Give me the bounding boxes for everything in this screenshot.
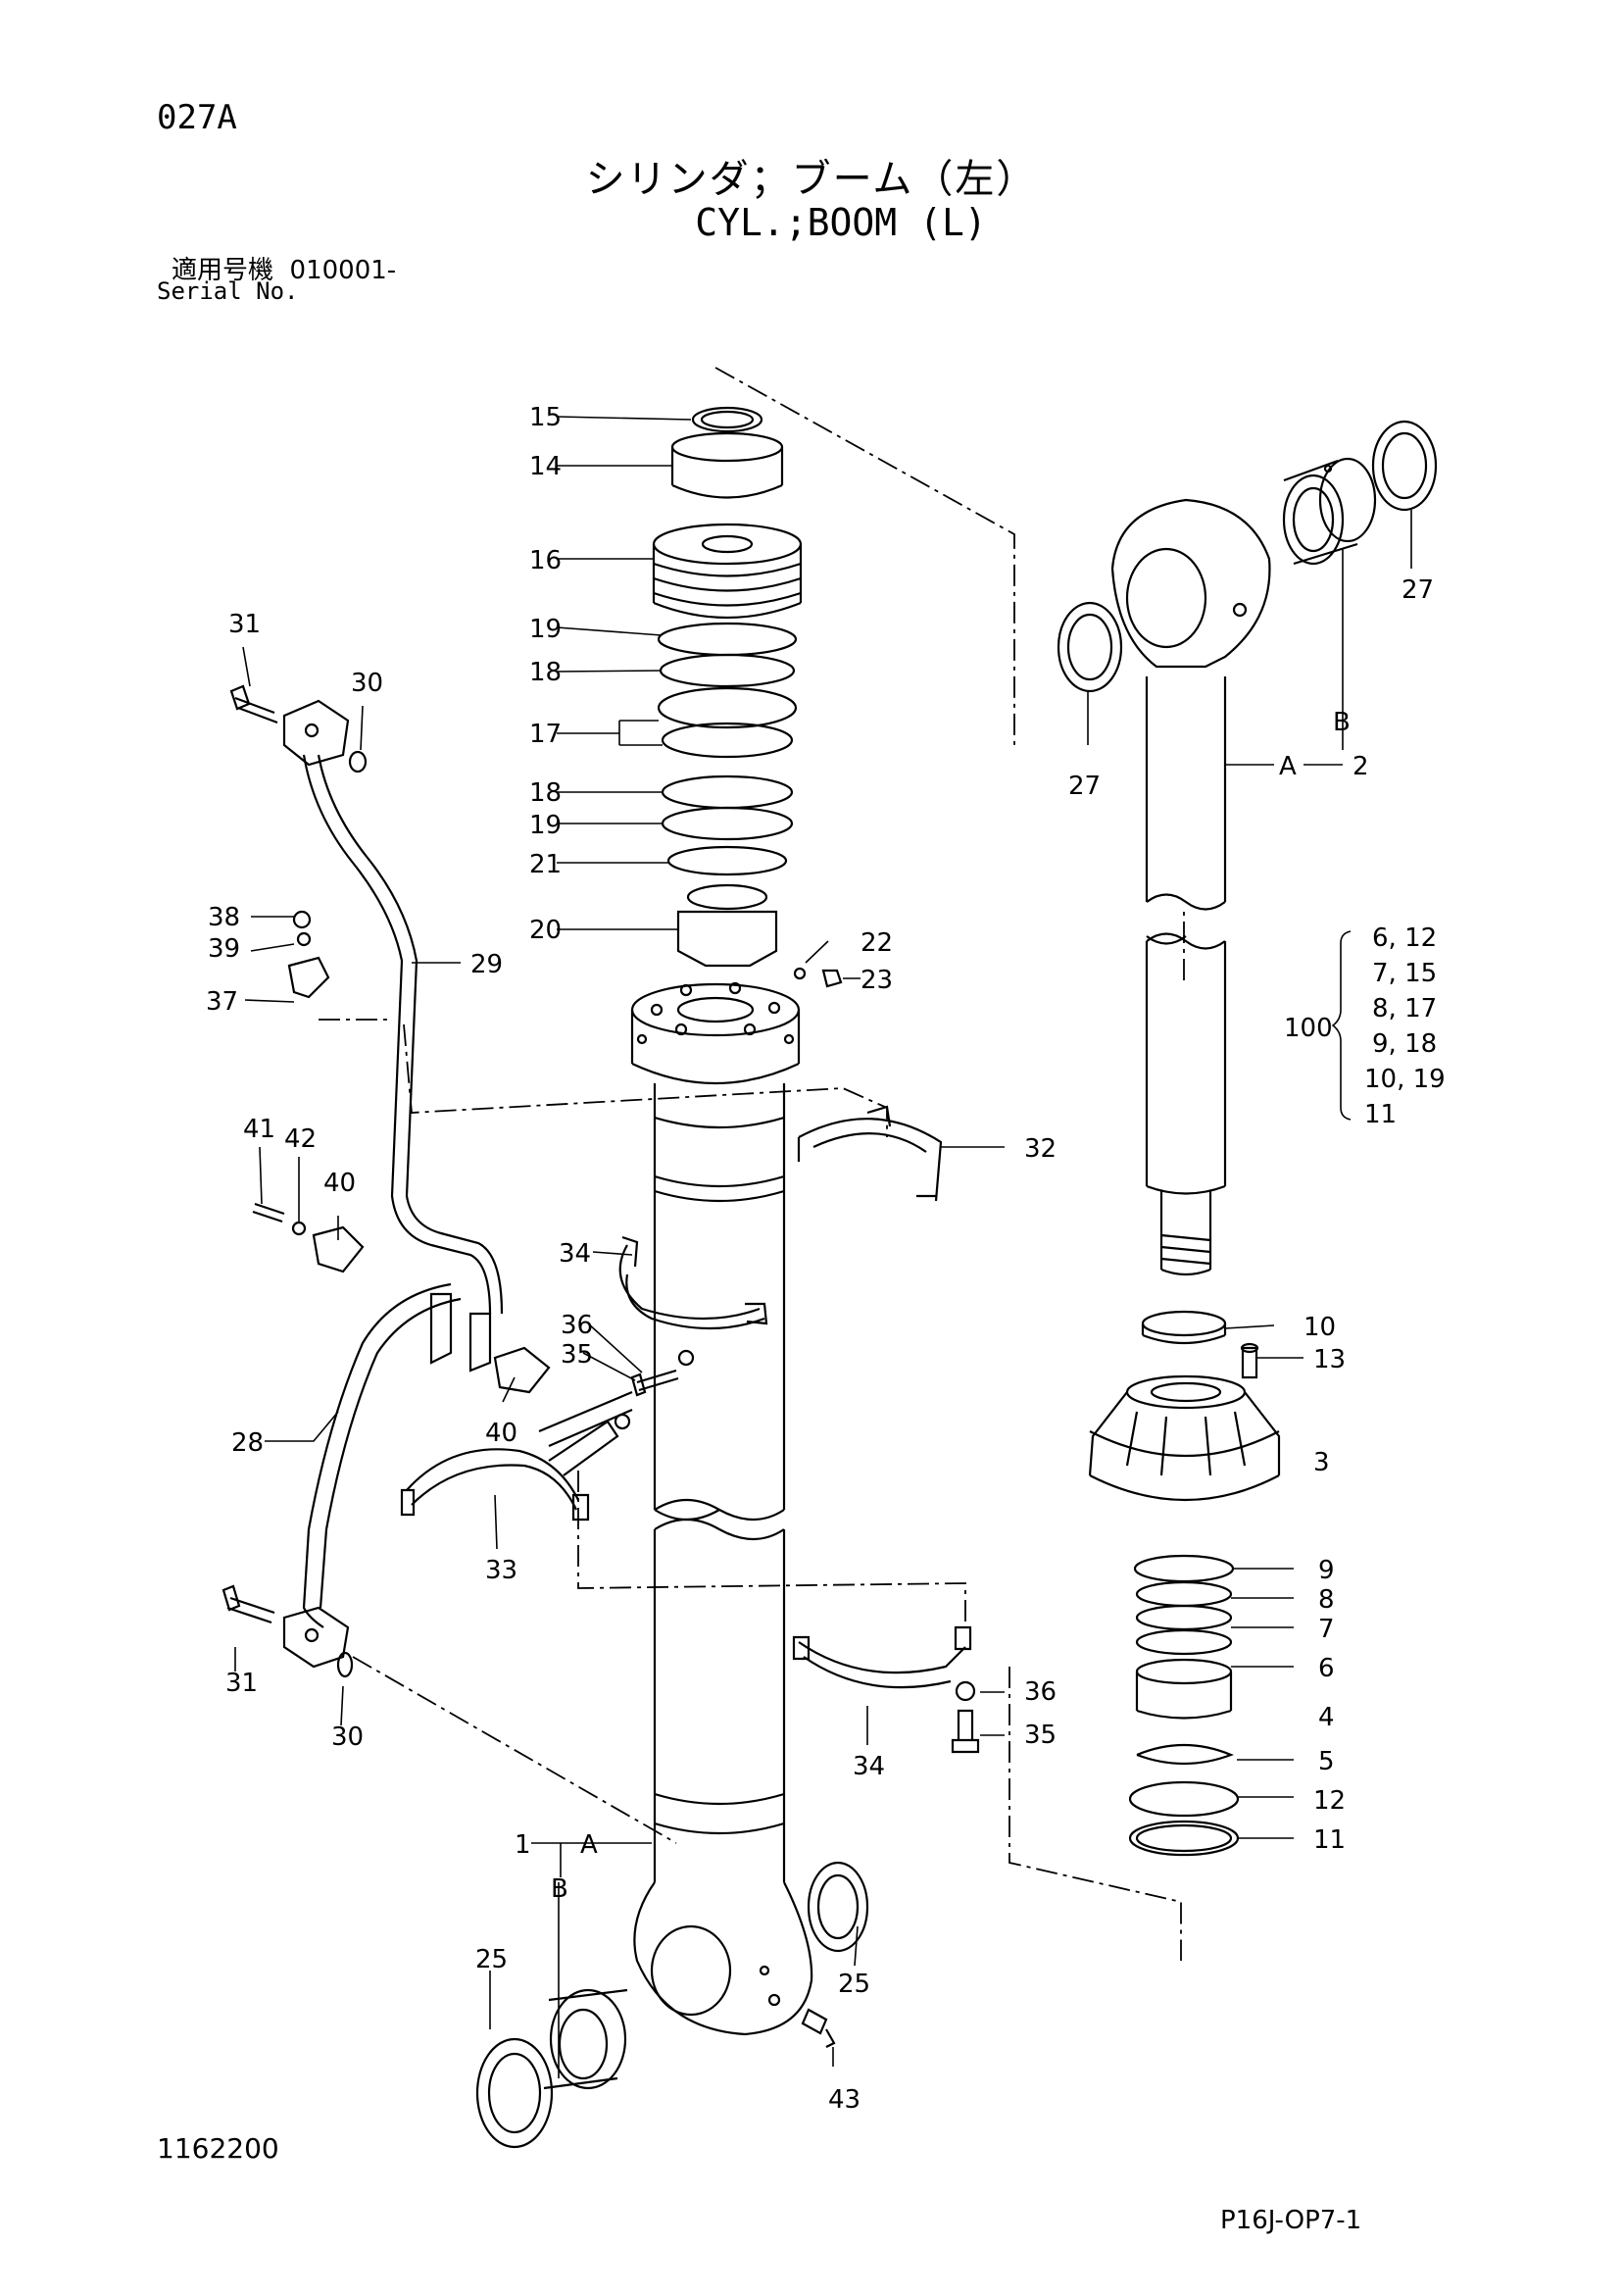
part-callout: 5 <box>1318 1747 1335 1776</box>
part-callout: 32 <box>1024 1134 1057 1164</box>
band-clamps <box>400 1105 980 1754</box>
part-callout: 6 <box>1318 1654 1335 1683</box>
part-callout: A <box>1279 752 1297 781</box>
page-code: 027A <box>157 98 237 137</box>
cylinder-head-parts <box>652 406 843 988</box>
doc-number: 1162200 <box>157 2132 279 2165</box>
part-callout: 27 <box>1068 772 1101 801</box>
part-callout: 27 <box>1402 575 1434 605</box>
part-callout: 35 <box>561 1340 593 1370</box>
part-callout: 12 <box>1313 1786 1346 1816</box>
pipe-assembly <box>221 684 633 1678</box>
kit-line: 7, 15 <box>1372 959 1437 988</box>
part-callout: 19 <box>529 811 562 840</box>
part-callout: 31 <box>228 610 261 639</box>
leader-lines <box>234 416 1412 2078</box>
part-callout: 36 <box>1024 1677 1057 1707</box>
part-callout: 14 <box>529 452 562 481</box>
part-callout: 13 <box>1313 1345 1346 1374</box>
cylinder-tube <box>630 981 813 2036</box>
part-callout: 34 <box>853 1752 885 1781</box>
kit-number: 100 <box>1284 1014 1333 1043</box>
part-callout: B <box>551 1874 568 1904</box>
part-callout: 40 <box>485 1419 517 1448</box>
serial-label-en: Serial No. <box>157 277 299 305</box>
page-title-en: CYL.;BOOM (L) <box>695 201 987 244</box>
part-callout: 23 <box>861 966 893 995</box>
part-callout: 1 <box>515 1830 531 1860</box>
kit-line: 10, 19 <box>1364 1065 1446 1094</box>
assembly-dash-lines <box>319 367 1185 1961</box>
part-callout: 34 <box>559 1239 591 1269</box>
part-callout: 35 <box>1024 1721 1057 1750</box>
part-callout: 18 <box>529 778 562 808</box>
part-callout: 43 <box>828 2085 861 2115</box>
kit-line: 9, 18 <box>1372 1029 1437 1059</box>
part-callout: 30 <box>351 669 383 698</box>
part-callout: 25 <box>838 1970 870 1999</box>
part-callout: 9 <box>1318 1556 1335 1585</box>
part-callout: 21 <box>529 850 562 879</box>
part-callout: 22 <box>861 928 893 958</box>
kit-line: 11 <box>1364 1100 1397 1129</box>
part-callout: 41 <box>243 1115 275 1144</box>
part-callout: 28 <box>231 1428 264 1458</box>
page-title-jp: シリンダ；ブーム（左） <box>585 157 1038 202</box>
part-callout: 18 <box>529 658 562 687</box>
ref-code: P16J-OP7-1 <box>1220 2206 1362 2235</box>
part-callout: 19 <box>529 615 562 644</box>
part-callout: 25 <box>475 1945 508 1974</box>
part-callout: 11 <box>1313 1825 1346 1855</box>
piston-rod <box>1057 420 1438 1857</box>
serial-value: 010001- <box>289 256 397 285</box>
part-callout: 10 <box>1303 1313 1336 1342</box>
part-callout: A <box>580 1830 598 1860</box>
part-callout: 39 <box>208 934 240 964</box>
kit-line: 8, 17 <box>1372 994 1437 1023</box>
part-callout: 4 <box>1318 1703 1335 1732</box>
serial-label-jp-text: 適用号機 <box>172 256 274 285</box>
part-callout: 29 <box>470 950 503 979</box>
part-callout: 30 <box>331 1722 364 1752</box>
part-callout: 37 <box>206 987 238 1017</box>
serial-label-jp: 適用号機 010001- <box>172 250 396 286</box>
part-callout: 20 <box>529 916 562 945</box>
part-callout: 38 <box>208 903 240 932</box>
part-callout: 7 <box>1318 1615 1335 1644</box>
part-callout: 3 <box>1313 1448 1330 1477</box>
part-callout: 36 <box>561 1311 593 1340</box>
part-callout: 16 <box>529 546 562 575</box>
part-callout: 42 <box>284 1124 317 1154</box>
part-callout: 2 <box>1352 752 1369 781</box>
part-callout: 33 <box>485 1556 517 1585</box>
part-callout: 40 <box>323 1169 356 1198</box>
part-callout: 8 <box>1318 1585 1335 1615</box>
bushing-25-parts <box>475 1861 869 2149</box>
part-callout: B <box>1333 708 1351 737</box>
kit-100-block: 100 6, 12 7, 15 8, 17 9, 18 10, 19 11 <box>1284 923 1446 1129</box>
part-callout: 15 <box>529 403 562 432</box>
part-callout: 31 <box>225 1669 258 1698</box>
part-callout: 17 <box>529 720 562 749</box>
kit-line: 6, 12 <box>1372 923 1437 953</box>
